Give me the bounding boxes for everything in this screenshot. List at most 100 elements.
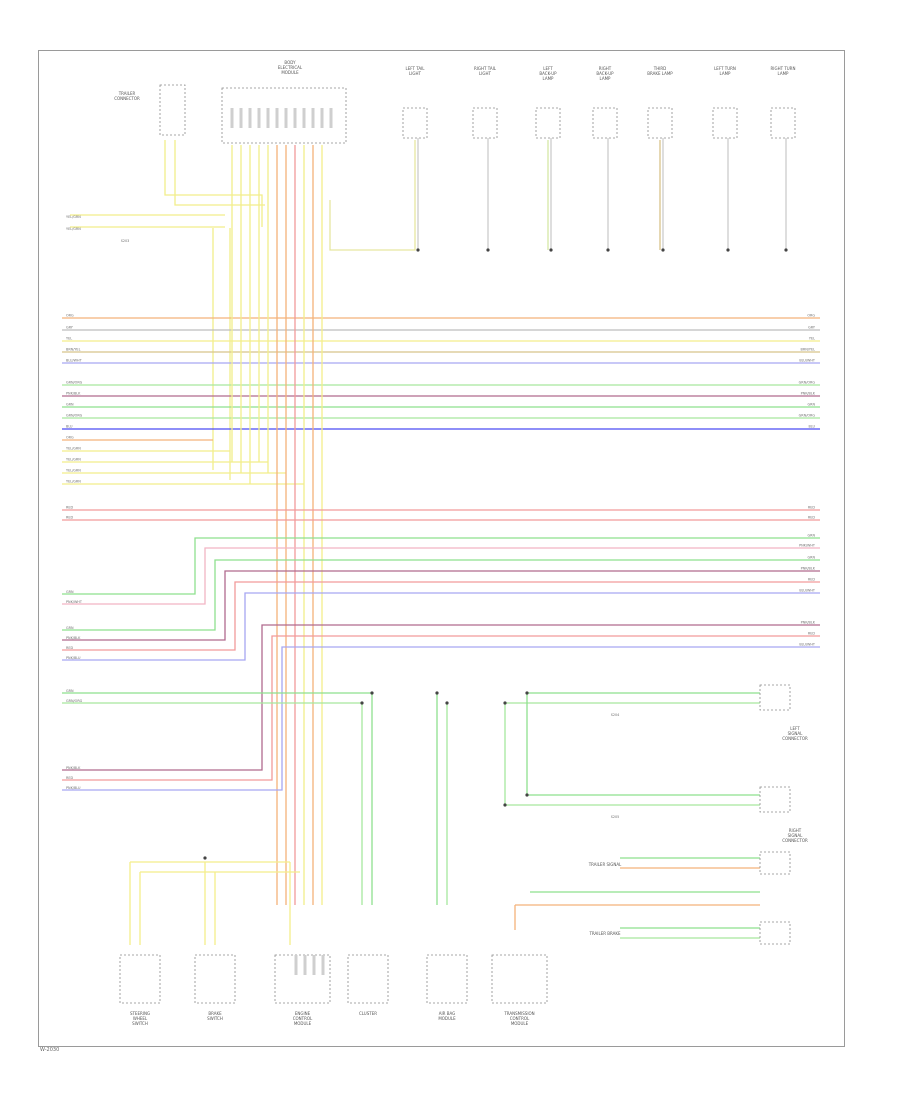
splice-dot (360, 701, 364, 705)
wire-stepped (62, 547, 820, 605)
wire-label-left: BLU/WHT (66, 359, 83, 363)
wire-label-left: ORG (66, 314, 74, 318)
component-box-top_r5 (647, 107, 673, 139)
component-box-bottom_6 (491, 954, 548, 1004)
component-label-top_r4: RIGHT (599, 66, 612, 71)
connector-pin (303, 955, 307, 975)
wire-label-left: GRN (66, 626, 74, 630)
component-label-top_r6: LAMP (720, 71, 732, 76)
splice-dot (370, 691, 374, 695)
splice-label-right: S204 (611, 713, 620, 717)
component-label-top_r4: LAMP (600, 76, 612, 81)
component-label-bottom_1: SWITCH (132, 1021, 148, 1026)
wire-label-left: PNK/BLK (66, 636, 81, 640)
wire-top-signal (329, 140, 416, 251)
connector-pin (311, 108, 315, 128)
splice-dot (525, 691, 529, 695)
component-label-top_r2: RIGHT TAIL (474, 66, 497, 71)
component-label-bottom_1: WHEEL (133, 1016, 148, 1021)
wire-label-left: YEL/GRN (66, 480, 81, 484)
connector-right-4 (759, 921, 791, 945)
ground-point (486, 248, 490, 252)
connector-pin (239, 108, 243, 128)
wire-label-left: YEL/GRN (66, 215, 81, 219)
component-box-top_r3 (535, 107, 561, 139)
component-label-bottom_6: MODULE (511, 1021, 529, 1026)
wire-label-right: RED (808, 516, 815, 520)
connector-pin (293, 108, 297, 128)
wire-label-left: RED (66, 646, 73, 650)
component-label-top-left: TRAILER (118, 91, 136, 96)
ground-point (549, 248, 553, 252)
component-label-top_r3: LEFT (543, 66, 553, 71)
diagram-frame (38, 50, 845, 1047)
component-label-right-2: RIGHT (789, 828, 802, 833)
wire-label-left: YEL/GRN (66, 469, 81, 473)
component-box-bottom_3 (274, 954, 331, 1004)
component-label-top_r6: LEFT TURN (714, 66, 736, 71)
wire-stepped (62, 570, 820, 641)
wire-label-left: GRY (66, 326, 74, 330)
component-label-top_r1: LIGHT (409, 71, 422, 76)
wire-stepped (62, 635, 820, 781)
ground-point (661, 248, 665, 252)
wire-label-right: GRY (808, 326, 816, 330)
wire-label-left: PNK/BLU (66, 656, 81, 660)
connector-right-1 (759, 684, 791, 711)
connector-pin (320, 108, 324, 128)
wire-green (62, 692, 373, 905)
wire-label-right: GRN (807, 534, 815, 538)
wire-label-left: GRN (66, 590, 74, 594)
wire-stepped (62, 581, 820, 651)
component-label-right-2: CONNECTOR (782, 838, 808, 843)
wire-label-left: ORG (66, 436, 74, 440)
wire-label-left: GRN/ORG (66, 381, 83, 385)
connector-right-3 (759, 851, 791, 875)
ground-point (726, 248, 730, 252)
wire-stepped (62, 559, 820, 631)
component-box-top_r7 (770, 107, 796, 139)
component-label-top_r4: BACK-UP (596, 71, 614, 76)
connector-pin (284, 108, 288, 128)
connector-pin (329, 108, 333, 128)
wire-label-left: GRN/ORG (66, 414, 83, 418)
wire-label-right: PNK/WHT (799, 544, 816, 548)
component-label-top_r5: BRAKE LAMP (647, 71, 673, 76)
connector-pin (266, 108, 270, 128)
component-box-bottom_2 (194, 954, 236, 1004)
splice-dot (503, 701, 507, 705)
connector-top-left (159, 84, 186, 136)
wire-label-right: BRN/YEL (801, 348, 816, 352)
splice-dot (435, 691, 439, 695)
component-label-top_r5: THIRD (653, 66, 667, 71)
component-label-top_r7: LAMP (778, 71, 790, 76)
wire-yel-grn (164, 140, 263, 227)
wire-label-right: GRN/ORG (799, 381, 816, 385)
component-label-bottom_2: SWITCH (207, 1016, 223, 1021)
connector-pin (302, 108, 306, 128)
component-label-top-left: CONNECTOR (114, 96, 140, 101)
component-box-top_r4 (592, 107, 618, 139)
wire-label-right: ORG (807, 314, 815, 318)
wire-yel-grn (174, 140, 265, 206)
connector-pin (294, 955, 298, 975)
component-label-bottom_5: MODULE (438, 1016, 456, 1021)
wire-label-left: RED (66, 516, 73, 520)
connector-pin (248, 108, 252, 128)
wire-stepped (62, 624, 820, 771)
wire-label-left: GRN (66, 689, 74, 693)
wire-label-left: YEL/GRN (66, 458, 81, 462)
wire-label-left: RED (66, 776, 73, 780)
component-label-bottom_5: AIR BAG (439, 1011, 455, 1016)
connector-pin (275, 108, 279, 128)
component-label-bottom_1: STEERING (130, 1011, 150, 1016)
wire-green-org (62, 702, 363, 905)
wire-label-right: BLU/WHT (799, 643, 816, 647)
wire-label-right: GRN (807, 403, 815, 407)
component-label-head-control: BODY (284, 60, 296, 65)
wire-label-right: GRN/ORG (799, 414, 816, 418)
component-label-bottom_2: BRAKE (208, 1011, 222, 1016)
wire-green (526, 693, 760, 796)
splice-dot (203, 856, 207, 860)
